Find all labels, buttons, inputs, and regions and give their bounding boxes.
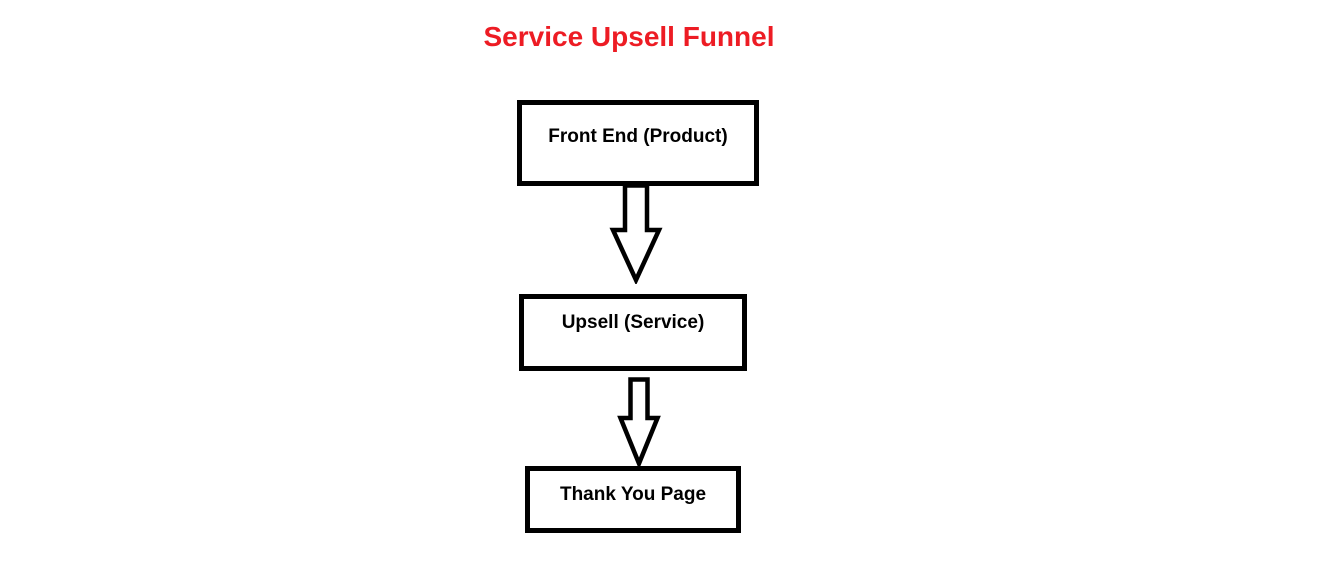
node-thank-you-page: Thank You Page — [525, 466, 741, 533]
node-upsell-service: Upsell (Service) — [519, 294, 747, 371]
node-label: Thank You Page — [559, 484, 707, 505]
down-arrow-icon — [617, 377, 661, 467]
diagram-title: Service Upsell Funnel — [483, 21, 775, 52]
down-arrow-icon — [609, 183, 663, 284]
node-front-end-product: Front End (Product) — [517, 100, 759, 186]
node-label: Front End (Product) — [548, 125, 728, 147]
node-label: Upsell (Service) — [561, 312, 705, 333]
